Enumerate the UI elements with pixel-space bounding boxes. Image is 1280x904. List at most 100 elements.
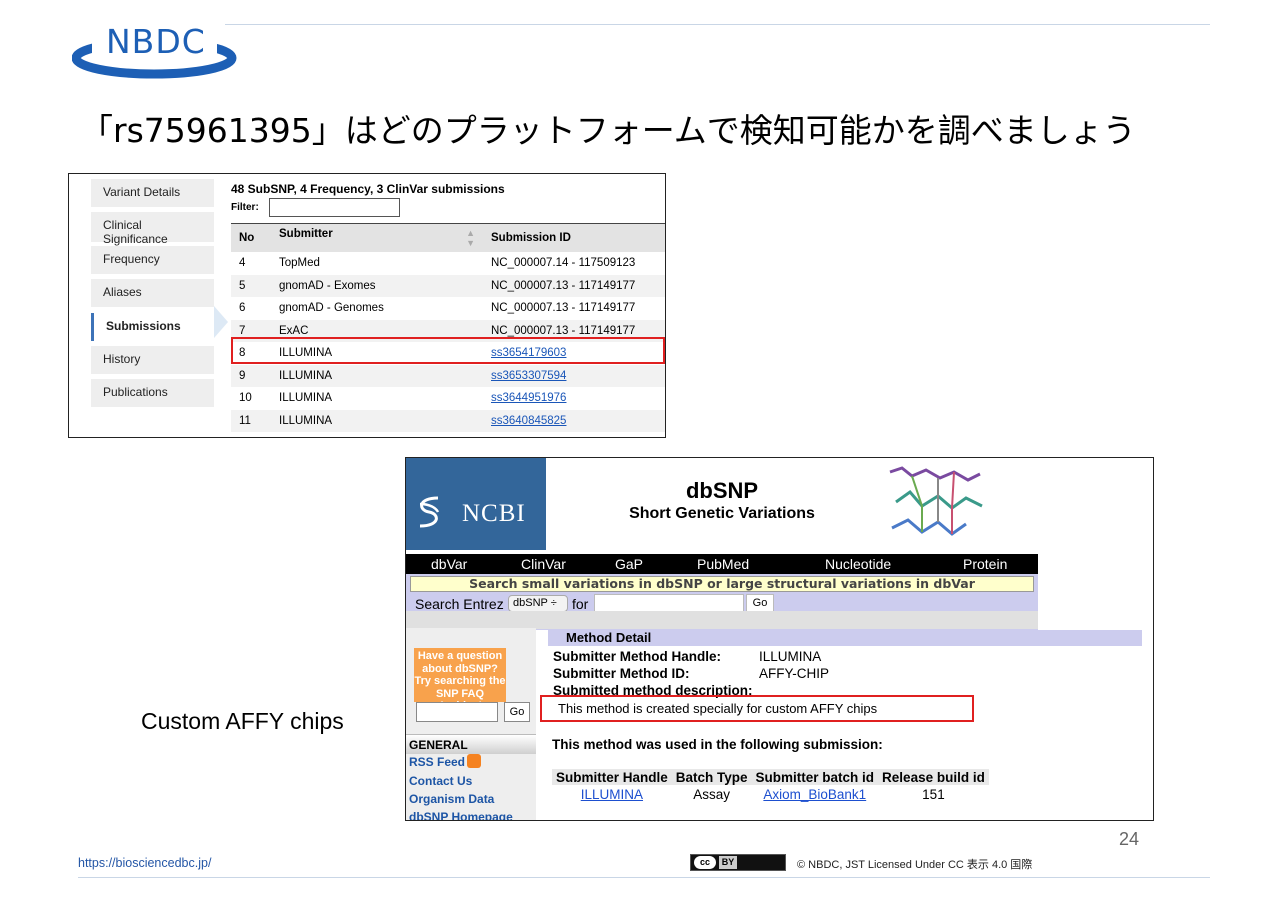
row-submission-id-cell: NC_000007.13 - 117149177 (483, 319, 665, 342)
top-navbar: dbVar ClinVar GaP PubMed Nucleotide Prot… (406, 554, 1038, 574)
general-heading: GENERAL (406, 734, 536, 754)
row-submission-id-cell: NC_000007.14 - 117509123 (491, 257, 636, 270)
method-handle-value: ILLUMINA (759, 649, 822, 664)
submission-id-link[interactable]: ss3653307594 (491, 369, 567, 382)
rss-feed-label: RSS Feed (409, 755, 466, 769)
method-id-value: AFFY-CHIP (759, 666, 830, 681)
submission-id-link[interactable]: ss3640845825 (491, 414, 567, 427)
submissions-heading: 48 SubSNP, 4 Frequency, 3 ClinVar submis… (231, 182, 505, 196)
cc-license-badge[interactable]: cc BY (690, 854, 786, 871)
ncbi-logo-block[interactable]: NCBI (406, 458, 546, 550)
database-select[interactable]: dbSNP ÷ (508, 595, 568, 612)
dbsnp-screenshot: NCBI dbSNP Short Genetic Variations dbVa… (405, 457, 1154, 821)
table-row: 8 ILLUMINA ss3654179603 (231, 342, 665, 365)
nav-nucleotide[interactable]: Nucleotide (825, 556, 892, 572)
row-submitter-cell: ILLUMINA (279, 347, 333, 360)
nav-dbvar[interactable]: dbVar (431, 556, 468, 572)
batch-type-cell: Assay (693, 786, 731, 802)
search-input[interactable] (594, 594, 744, 612)
row-submission-id-cell: NC_000007.13 - 117149177 (483, 274, 665, 297)
release-build-id-cell: 151 (922, 786, 945, 802)
annotation-label: Custom AFFY chips (141, 708, 344, 734)
row-submitter-cell: ILLUMINA (271, 364, 483, 387)
highlight-box-description (540, 695, 974, 722)
row-no-cell: 7 (231, 319, 271, 342)
sidebar-item-publications[interactable]: Publications (91, 379, 214, 407)
sidebar-item-submissions[interactable]: Submissions (91, 313, 214, 341)
submitter-handle-link[interactable]: ILLUMINA (580, 786, 644, 802)
nav-clinvar[interactable]: ClinVar (521, 556, 566, 572)
nav-pubmed[interactable]: PubMed (697, 556, 750, 572)
sort-icon[interactable]: ▲▼ (466, 228, 475, 248)
column-header-submission-id[interactable]: Submission ID (483, 223, 665, 252)
highlight-box-row-8 (231, 337, 665, 364)
sidebar-item-variant-details[interactable]: Variant Details (91, 179, 214, 207)
method-id-row: Submitter Method ID: (553, 666, 690, 681)
column-header-batch-type: Batch Type (671, 769, 752, 785)
method-id-label: Submitter Method ID: (553, 666, 690, 681)
rss-feed-link[interactable]: RSS Feed (409, 754, 482, 769)
faq-search-input[interactable] (416, 702, 498, 722)
sidebar-item-clinical-significance[interactable]: Clinical Significance (91, 212, 214, 246)
sidebar-item-aliases[interactable]: Aliases (91, 279, 214, 307)
row-submitter-cell: ILLUMINA (271, 409, 483, 432)
search-go-button[interactable]: Go (746, 594, 774, 612)
dbsnp-homepage-link[interactable]: dbSNP Homepage (409, 810, 513, 821)
row-submitter-cell: gnomAD - Genomes (279, 302, 384, 315)
column-header-submitter-batch-id: Submitter batch id (751, 769, 879, 785)
row-submitter-cell: ExAC (271, 319, 483, 342)
method-handle-label: Submitter Method Handle: (553, 649, 721, 664)
ncbi-text: NCBI (462, 500, 526, 527)
row-no-cell: 9 (231, 364, 271, 387)
column-header-no[interactable]: No (231, 223, 271, 252)
row-submission-id-cell: ss3654179603 (483, 342, 665, 365)
submission-table: Submitter Handle Batch Type Submitter ba… (552, 769, 989, 803)
row-no-cell: 8 (239, 347, 246, 360)
row-submission-id-cell: ss3653307594 (483, 364, 665, 387)
filter-label: Filter: (231, 202, 259, 213)
sidebar-item-history[interactable]: History (91, 346, 214, 374)
by-icon: BY (719, 856, 737, 869)
method-handle-row: Submitter Method Handle: (553, 649, 721, 664)
logo-text: NBDC (106, 22, 206, 61)
submitter-batch-id-link[interactable]: Axiom_BioBank1 (763, 786, 867, 802)
row-no-cell: 10 (239, 392, 252, 405)
method-description-label: Submitted method description: (553, 683, 753, 698)
nbdc-logo (72, 26, 237, 79)
search-bar-strip (406, 611, 1038, 629)
row-submission-id-cell: NC_000007.13 - 117149177 (491, 302, 636, 315)
dbsnp-title: dbSNP (685, 478, 759, 503)
footer-license: © NBDC, JST Licensed Under CC 表示 4.0 国際 (797, 859, 1033, 871)
faq-box: Have a question about dbSNP? Try searchi… (414, 648, 506, 712)
method-detail-heading: Method Detail (548, 630, 1142, 646)
column-header-submitter[interactable]: Submitter▲▼ (271, 223, 483, 252)
nav-gap[interactable]: GaP (615, 556, 644, 572)
row-no-cell: 6 (239, 302, 246, 315)
filter-input[interactable] (269, 198, 400, 217)
submissions-screenshot: Variant Details Clinical Significance Fr… (68, 173, 666, 438)
method-description-row: Submitted method description: (553, 683, 753, 698)
contact-us-link[interactable]: Contact Us (409, 774, 473, 788)
submission-id-link[interactable]: ss3644951976 (491, 392, 567, 405)
row-submission-id-cell: ss3644951976 (483, 387, 665, 410)
table-row: ILLUMINA Assay Axiom_BioBank1 151 (552, 785, 989, 803)
ncbi-helix-icon (419, 496, 440, 528)
column-header-release-build-id: Release build id (878, 769, 989, 785)
nav-protein[interactable]: Protein (963, 556, 1008, 572)
submission-id-link[interactable]: ss3654179603 (491, 347, 567, 360)
page-number: 24 (1119, 829, 1140, 849)
used-in-heading: This method was used in the following su… (552, 737, 883, 752)
sidebar-item-frequency[interactable]: Frequency (91, 246, 214, 274)
table-row: 6 gnomAD - Genomes NC_000007.13 - 11714917… (231, 297, 665, 320)
cc-icon: cc (694, 856, 716, 869)
slide-title: 「rs75961395」はどのプラットフォームで検知可能かを調べましょう (80, 111, 1136, 150)
column-header-submitter-handle: Submitter Handle (552, 769, 672, 785)
faq-go-button[interactable]: Go (504, 702, 530, 722)
footer-url[interactable]: https://biosciencedbc.jp/ (78, 856, 212, 870)
organism-data-link[interactable]: Organism Data (409, 792, 495, 806)
